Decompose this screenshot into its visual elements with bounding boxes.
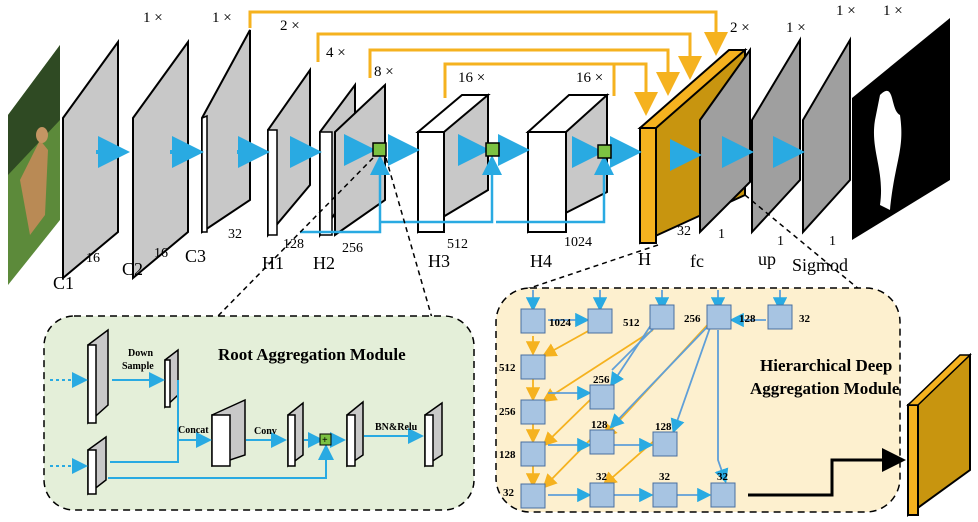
- svg-text:1 ×: 1 ×: [143, 10, 163, 26]
- hda-module: Hierarchical Deep Aggregation Module: [495, 287, 906, 513]
- svg-text:16: 16: [154, 246, 168, 261]
- svg-text:16 ×: 16 ×: [458, 70, 485, 86]
- svg-text:Sigmod: Sigmod: [792, 255, 848, 275]
- skip-arrows-blue: [300, 155, 614, 234]
- svg-text:128: 128: [591, 419, 608, 431]
- svg-text:512: 512: [623, 317, 640, 329]
- root-module-title: Root Aggregation Module: [218, 345, 406, 364]
- svg-text:C1: C1: [53, 273, 74, 293]
- svg-text:1: 1: [777, 234, 784, 249]
- svg-text:256: 256: [684, 313, 701, 325]
- svg-text:256: 256: [593, 374, 610, 386]
- svg-text:128: 128: [499, 449, 516, 461]
- svg-text:128: 128: [283, 237, 304, 252]
- svg-text:32: 32: [596, 471, 608, 483]
- svg-text:H1: H1: [262, 253, 284, 273]
- svg-text:1024: 1024: [564, 235, 592, 250]
- layer-Sigmod: 1 Sigmod 1 ×: [792, 3, 856, 275]
- svg-text:H4: H4: [530, 251, 552, 271]
- svg-text:H: H: [638, 249, 651, 269]
- svg-text:C2: C2: [122, 259, 143, 279]
- svg-text:up: up: [758, 249, 776, 269]
- svg-text:1 ×: 1 ×: [883, 3, 903, 19]
- svg-text:16: 16: [86, 251, 100, 266]
- svg-text:1 ×: 1 ×: [212, 10, 232, 26]
- svg-text:1024: 1024: [549, 317, 572, 329]
- layer-up: 1 up 1 ×: [751, 20, 806, 269]
- svg-text:Concat: Concat: [178, 425, 209, 436]
- layer-C3: 32 C3 1 ×: [185, 10, 251, 266]
- layer-H1: 128 H1 2 ×: [262, 18, 311, 273]
- svg-text:1 ×: 1 ×: [836, 3, 856, 19]
- input-image: [8, 45, 60, 285]
- svg-text:1 ×: 1 ×: [786, 20, 806, 36]
- svg-text:32: 32: [717, 471, 729, 483]
- zoom-lines: [215, 157, 861, 319]
- hda-title-line2: Aggregation Module: [750, 379, 900, 398]
- layer-C2: 16 C2 1 ×: [122, 10, 189, 281]
- svg-text:2 ×: 2 ×: [730, 20, 750, 36]
- svg-text:1: 1: [829, 234, 836, 249]
- skip-arrows-yellow: [248, 10, 728, 116]
- hda-output-slab: [906, 352, 972, 517]
- svg-text:16 ×: 16 ×: [576, 70, 603, 86]
- svg-text:32: 32: [677, 224, 691, 239]
- svg-text:Sample: Sample: [122, 361, 154, 372]
- svg-text:4 ×: 4 ×: [326, 45, 346, 61]
- svg-text:512: 512: [499, 362, 516, 374]
- forward-arrows: [96, 134, 805, 171]
- svg-text:32: 32: [799, 313, 811, 325]
- svg-text:8 ×: 8 ×: [374, 64, 394, 80]
- root-aggregation-module: Root Aggregation Module: [43, 315, 475, 511]
- svg-text:+: +: [322, 435, 328, 446]
- svg-text:Down: Down: [128, 348, 153, 359]
- svg-text:1: 1: [718, 227, 725, 242]
- svg-text:H2: H2: [313, 253, 335, 273]
- svg-text:Conv: Conv: [254, 426, 277, 437]
- svg-text:256: 256: [342, 241, 363, 256]
- aggregation-nodes: [372, 142, 612, 159]
- layer-C1: 16 C1: [53, 38, 119, 293]
- svg-text:32: 32: [503, 487, 515, 499]
- svg-text:128: 128: [655, 421, 672, 433]
- svg-text:512: 512: [447, 237, 468, 252]
- hda-title-line1: Hierarchical Deep: [760, 356, 892, 375]
- svg-text:BN&Relu: BN&Relu: [375, 422, 418, 433]
- svg-text:128: 128: [739, 313, 756, 325]
- layer-H3: 512 H3 16 ×: [415, 70, 491, 271]
- output-mask: 1 ×: [852, 3, 950, 240]
- layer-H4: 1024 H4 16 ×: [525, 70, 610, 271]
- svg-text:256: 256: [499, 406, 516, 418]
- svg-text:C3: C3: [185, 246, 206, 266]
- svg-text:2 ×: 2 ×: [280, 18, 300, 34]
- svg-text:32: 32: [228, 227, 242, 242]
- svg-text:32: 32: [659, 471, 671, 483]
- svg-text:fc: fc: [690, 251, 704, 271]
- svg-text:H3: H3: [428, 251, 450, 271]
